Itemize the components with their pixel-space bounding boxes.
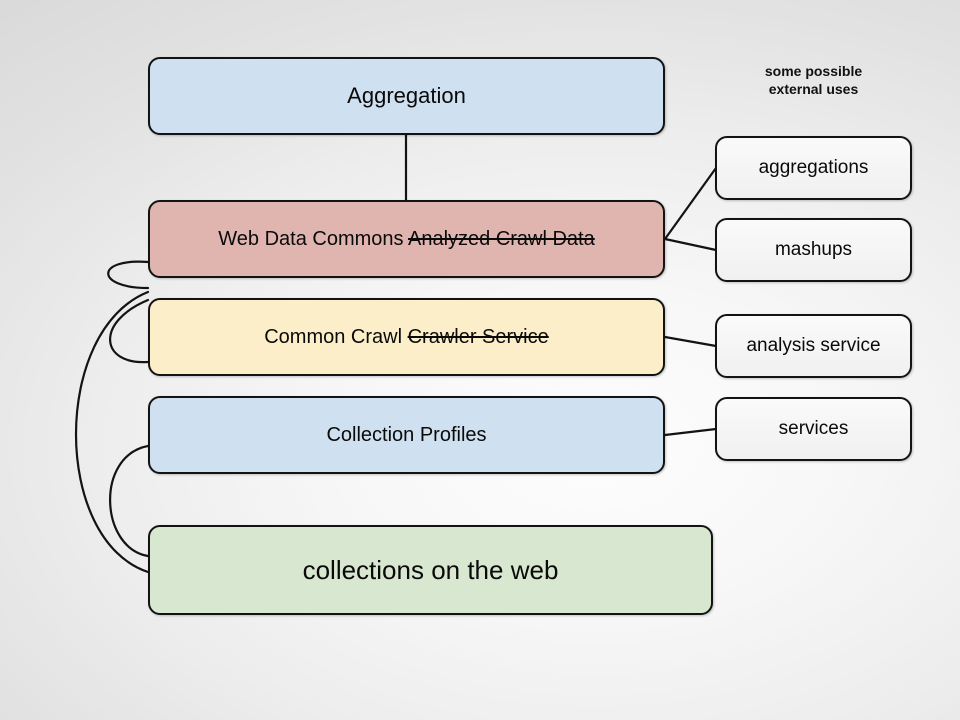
node-collection-profiles[interactable]: Collection Profiles: [148, 396, 665, 474]
node-label-aggregation: Aggregation: [347, 83, 466, 109]
external-node-label-analysis-service: analysis service: [746, 335, 881, 356]
node-collections-on-the-web[interactable]: collections on the web: [148, 525, 713, 615]
connector-cp-to-green-curve: [109, 444, 150, 558]
node-label-collection-profiles: Collection Profiles: [326, 424, 486, 447]
node-label-struck-text: Crawler Service: [407, 325, 549, 348]
connector-wdc-to-cc-curve: [107, 260, 150, 290]
connector-cc-to-green-long-curve: [75, 290, 150, 574]
external-node-label-aggregations: aggregations: [758, 157, 869, 178]
external-node-mashups[interactable]: mashups: [715, 218, 912, 282]
connector-wdc-to-mashups: [663, 237, 718, 252]
external-node-label-mashups: mashups: [774, 239, 853, 260]
node-label-web-data-commons: Web Data Commons Analyzed Crawl Data: [218, 228, 594, 251]
external-node-aggregations[interactable]: aggregations: [715, 136, 912, 200]
connector-cc-to-analysis-service: [663, 335, 718, 348]
node-label-text: Web Data Commons: [218, 227, 408, 250]
connector-cc-to-cp-curve: [109, 298, 150, 364]
node-label-text: Common Crawl: [264, 325, 408, 348]
node-label-struck-text: Analyzed Crawl Data: [407, 227, 595, 250]
node-label-text: Aggregation: [347, 83, 466, 108]
node-label-text: collections on the web: [302, 554, 559, 585]
external-node-services[interactable]: services: [715, 397, 912, 461]
node-label-text: Collection Profiles: [326, 423, 487, 446]
connector-wdc-to-aggregations: [663, 166, 718, 241]
node-label-common-crawl: Common Crawl Crawler Service: [264, 326, 549, 349]
connector-cp-to-services: [663, 427, 718, 437]
node-web-data-commons[interactable]: Web Data Commons Analyzed Crawl Data: [148, 200, 665, 278]
external-node-analysis-service[interactable]: analysis service: [715, 314, 912, 378]
node-common-crawl[interactable]: Common Crawl Crawler Service: [148, 298, 665, 376]
node-aggregation[interactable]: Aggregation: [148, 57, 665, 135]
external-uses-caption: some possible external uses: [764, 63, 863, 97]
external-node-label-services: services: [778, 418, 849, 439]
node-label-collections-on-the-web: collections on the web: [303, 555, 559, 586]
